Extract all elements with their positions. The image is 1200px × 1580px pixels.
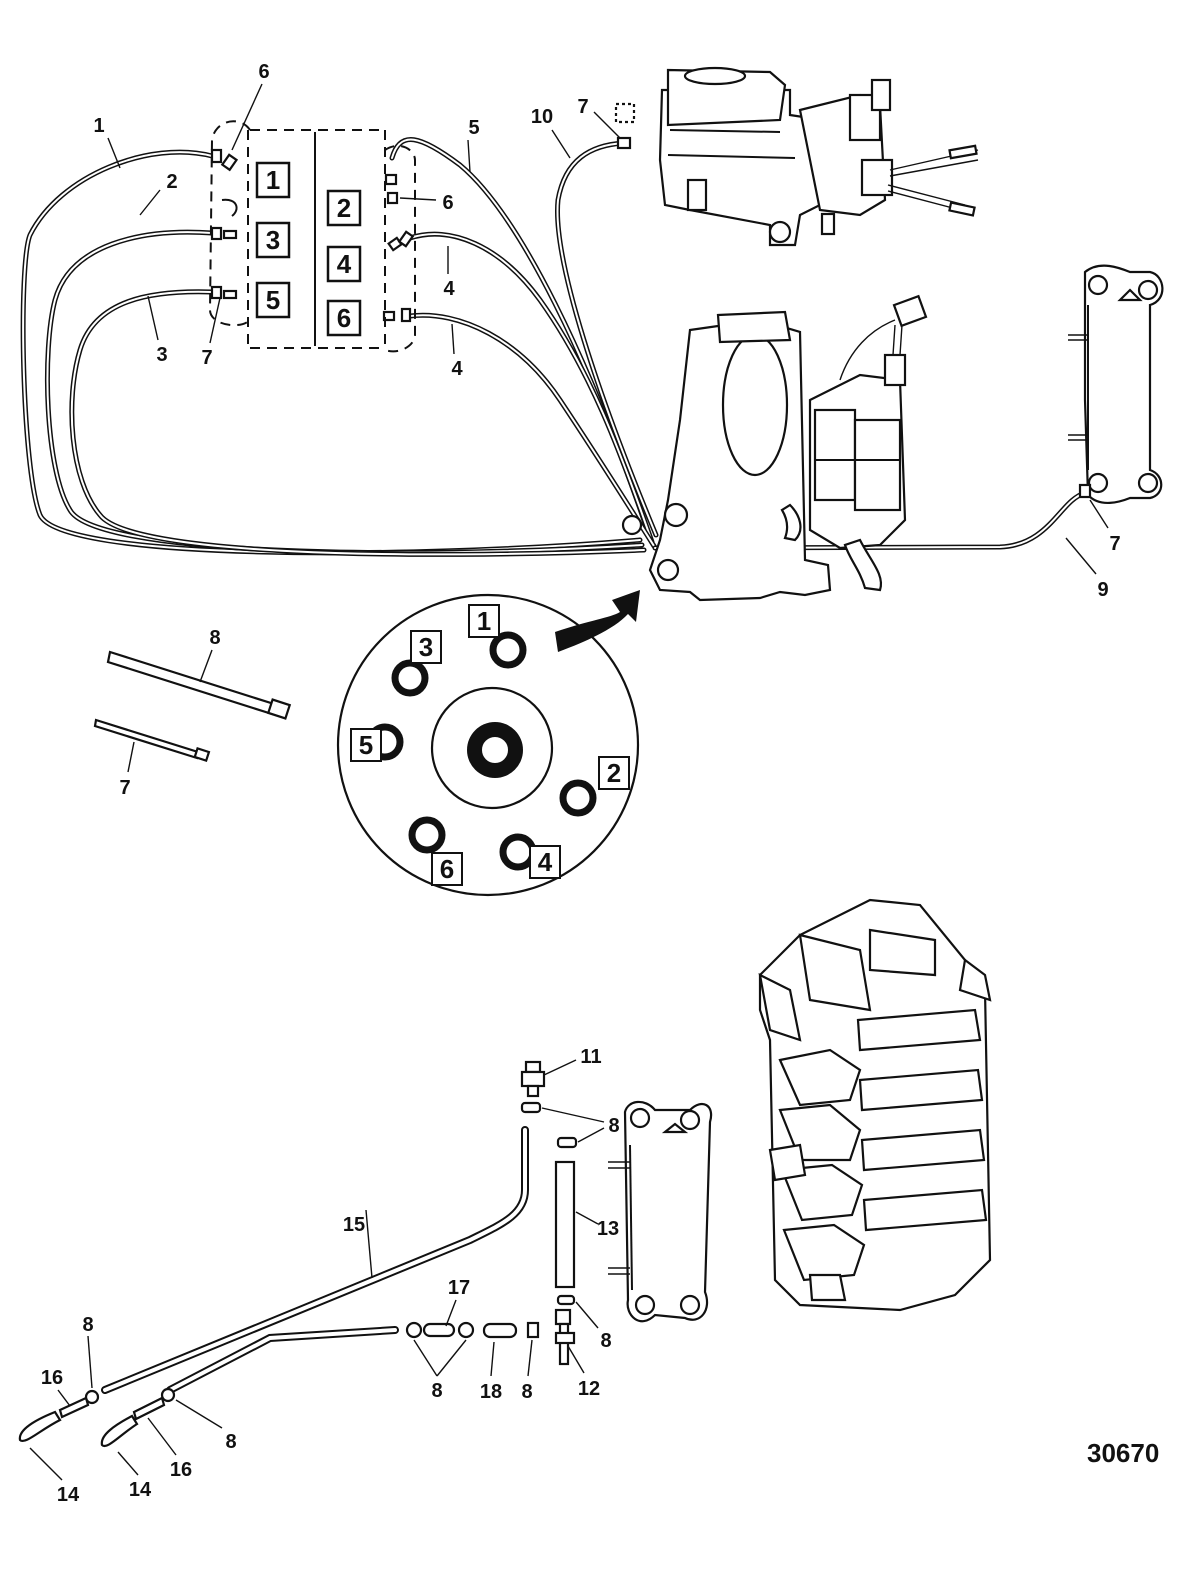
callout-5: 5 xyxy=(468,117,479,139)
callout-9: 9 xyxy=(1097,579,1108,601)
disc-port-2: 2 xyxy=(559,756,630,817)
disc-port-label: 3 xyxy=(419,632,433,662)
manifold-box-3: 3 xyxy=(255,221,291,259)
callout-8: 8 xyxy=(209,627,220,649)
callout-8: 8 xyxy=(225,1431,236,1453)
callout-11: 11 xyxy=(580,1046,601,1068)
disc-port-label: 2 xyxy=(607,758,621,788)
manifold-box-2: 2 xyxy=(326,189,362,227)
manifold-box-label: 1 xyxy=(266,165,280,195)
manifold-box-4: 4 xyxy=(326,245,362,283)
callout-8: 8 xyxy=(82,1314,93,1336)
bleed-hose-bundle xyxy=(20,137,1088,557)
callout-7: 7 xyxy=(119,777,130,799)
manifold-box-label: 5 xyxy=(266,285,280,315)
disc-port-6: 6 xyxy=(408,816,463,886)
callout-4: 4 xyxy=(443,278,455,300)
callout-14: 14 xyxy=(57,1484,80,1506)
hose-fittings-left xyxy=(210,148,239,300)
rotation-arrow xyxy=(555,590,640,652)
callout-6: 6 xyxy=(258,61,269,83)
water-sensor-fitting xyxy=(520,1060,546,1098)
callout-3: 3 xyxy=(156,344,167,366)
fuel-pump-assembly xyxy=(614,66,979,247)
reservoir-assembly-top xyxy=(1068,264,1164,504)
cylinder-block xyxy=(758,898,992,1312)
figure-id: 30670 xyxy=(1087,1438,1159,1468)
hose-fittings-right xyxy=(382,173,415,323)
cable-tie-large xyxy=(106,650,292,720)
callout-1: 1 xyxy=(93,115,104,137)
callout-16: 16 xyxy=(170,1459,192,1481)
callout-8: 8 xyxy=(608,1115,619,1137)
cable-tie-small xyxy=(93,718,211,762)
adapter-plate-assembly xyxy=(621,294,928,602)
callout-8: 8 xyxy=(431,1380,442,1402)
callout-8: 8 xyxy=(521,1381,532,1403)
callout-6: 6 xyxy=(442,192,453,214)
callout-7: 7 xyxy=(201,347,212,369)
callout-7: 7 xyxy=(1109,533,1120,555)
callout-8: 8 xyxy=(600,1330,611,1352)
disc-port-label: 4 xyxy=(538,847,553,877)
cylinder-bank-schematic xyxy=(208,120,416,353)
disc-port-3: 3 xyxy=(391,630,442,697)
manifold-box-label: 6 xyxy=(337,303,351,333)
callout-14: 14 xyxy=(129,1479,152,1501)
braided-hose xyxy=(554,1160,576,1289)
tee-fitting xyxy=(554,1308,576,1366)
callout-4: 4 xyxy=(451,358,463,380)
callout-18: 18 xyxy=(480,1381,502,1403)
manifold-box-label: 3 xyxy=(266,225,280,255)
manifold-box-1: 1 xyxy=(255,161,291,199)
callout-16: 16 xyxy=(41,1367,63,1389)
reservoir-assembly-bottom xyxy=(608,1100,713,1323)
manifold-box-5: 5 xyxy=(255,281,291,319)
callout-2: 2 xyxy=(166,171,177,193)
manifold-cylinder-labels: 1 2 3 4 5 6 xyxy=(255,161,362,337)
callout-10: 10 xyxy=(531,106,553,128)
disc-port-label: 6 xyxy=(440,854,454,884)
callout-12: 12 xyxy=(578,1378,600,1400)
disc-port-label: 1 xyxy=(477,606,491,636)
callout-15: 15 xyxy=(343,1214,365,1236)
manifold-box-label: 2 xyxy=(337,193,351,223)
callout-17: 17 xyxy=(448,1277,470,1299)
inline-connectors xyxy=(405,1321,540,1339)
callout-7: 7 xyxy=(577,96,588,118)
disc-port-label: 5 xyxy=(359,730,373,760)
spray-nozzles xyxy=(18,1387,176,1448)
callout-leaders xyxy=(29,83,1109,1481)
manifold-box-label: 4 xyxy=(337,249,352,279)
disc-port-labels: 1 3 5 2 6 4 xyxy=(350,604,630,886)
disc-port-5: 5 xyxy=(350,723,404,762)
disc-port-4: 4 xyxy=(499,833,561,879)
disc-port-1: 1 xyxy=(468,604,527,669)
manifold-box-6: 6 xyxy=(326,299,362,337)
callout-13: 13 xyxy=(597,1218,619,1240)
water-tube-assembly xyxy=(101,1126,529,1394)
hose-clamps-upper xyxy=(520,1101,578,1149)
hose-clamp-lower xyxy=(556,1294,576,1306)
